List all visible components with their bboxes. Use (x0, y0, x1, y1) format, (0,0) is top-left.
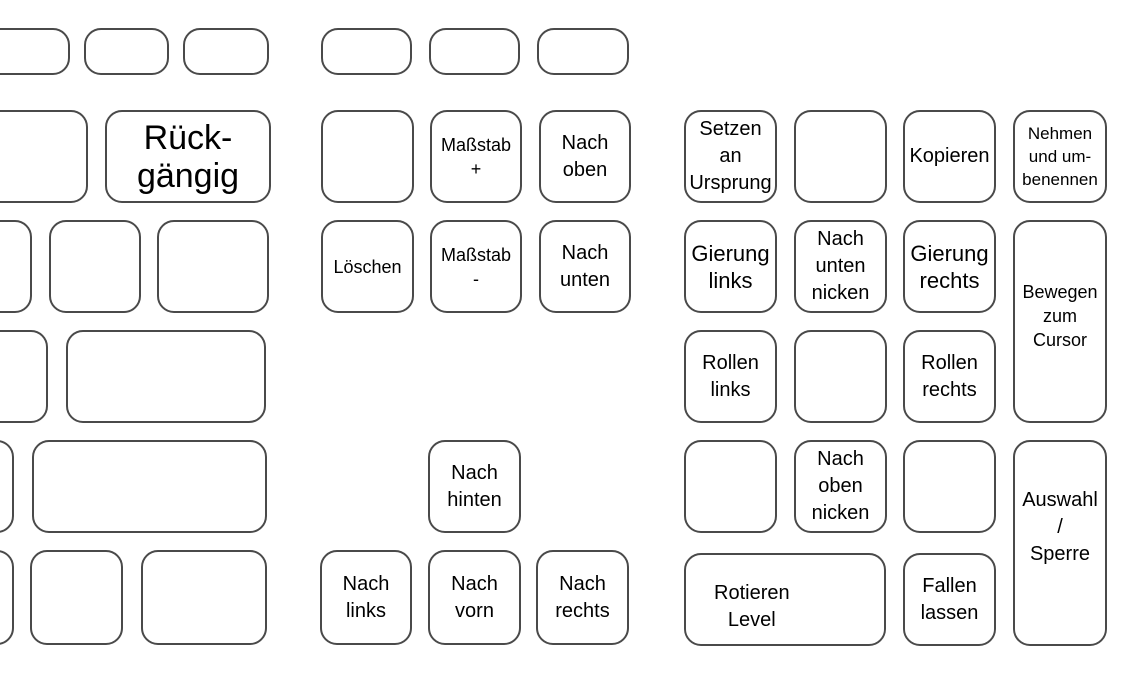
key-label: Auswahl / Sperre (1022, 489, 1098, 565)
key-blank[interactable] (321, 110, 414, 203)
key-label: Fallen lassen (920, 574, 979, 624)
key-blank[interactable] (537, 28, 629, 75)
key-blank[interactable] (684, 440, 777, 533)
key-blank[interactable] (321, 28, 412, 75)
key-label: Maßstab - (440, 244, 512, 289)
key-move-right[interactable]: Nach rechts (536, 550, 629, 645)
key-set-origin[interactable]: Setzen an Ursprung (684, 110, 777, 203)
key-move-to-cursor[interactable]: Bewegen zum Cursor (1013, 220, 1107, 423)
key-move-left[interactable]: Nach links (320, 550, 412, 645)
key-label: Nehmen und um- benennen (1022, 124, 1098, 189)
key-label: Setzen an Ursprung (689, 118, 772, 194)
key-label: Löschen (333, 256, 402, 277)
key-label: Nach vorn (451, 572, 498, 622)
key-drop[interactable]: Fallen lassen (903, 553, 996, 646)
key-yaw-left[interactable]: Gierung links (684, 220, 777, 313)
key-blank[interactable] (0, 440, 14, 533)
key-blank[interactable] (141, 550, 267, 645)
key-blank[interactable] (794, 110, 887, 203)
key-label: Nach links (342, 572, 390, 622)
key-blank[interactable] (66, 330, 266, 423)
key-rotate-level[interactable]: Rotieren Level (684, 553, 886, 646)
key-blank[interactable] (183, 28, 269, 75)
key-take-rename[interactable]: Nehmen und um- benennen (1013, 110, 1107, 203)
key-blank[interactable] (0, 28, 70, 75)
key-label: Nach unten (559, 241, 611, 291)
key-label: Nach unten nicken (811, 228, 870, 304)
key-label: Rotieren Level (714, 581, 790, 631)
key-blank[interactable] (84, 28, 169, 75)
key-label: Nach hinten (447, 461, 502, 511)
key-label: Bewegen zum Cursor (1022, 282, 1098, 350)
key-roll-right[interactable]: Rollen rechts (903, 330, 996, 423)
key-roll-left[interactable]: Rollen links (684, 330, 777, 423)
key-blank[interactable] (0, 110, 88, 203)
key-move-up[interactable]: Nach oben (539, 110, 631, 203)
key-label: Nach oben nicken (811, 448, 870, 524)
key-blank[interactable] (794, 330, 887, 423)
key-blank[interactable] (157, 220, 269, 313)
key-blank[interactable] (429, 28, 520, 75)
key-yaw-right[interactable]: Gierung rechts (903, 220, 996, 313)
key-label: Maßstab + (440, 134, 512, 179)
key-blank[interactable] (0, 220, 32, 313)
key-move-back[interactable]: Nach hinten (428, 440, 521, 533)
key-copy[interactable]: Kopieren (903, 110, 996, 203)
key-blank[interactable] (0, 550, 14, 645)
key-label: Nach rechts (555, 572, 610, 622)
key-delete[interactable]: Löschen (321, 220, 414, 313)
key-label: Rollen links (702, 351, 759, 401)
key-move-down[interactable]: Nach unten (539, 220, 631, 313)
key-blank[interactable] (49, 220, 141, 313)
key-select-lock[interactable]: Auswahl / Sperre (1013, 440, 1107, 646)
key-label: Nach oben (561, 131, 609, 181)
key-pitch-down[interactable]: Nach unten nicken (794, 220, 887, 313)
key-label: Rollen rechts (921, 351, 978, 401)
key-undo[interactable]: Rück- gängig (105, 110, 271, 203)
key-blank[interactable] (0, 330, 48, 423)
key-scale-down[interactable]: Maßstab - (430, 220, 522, 313)
key-label: Gierung rechts (910, 240, 989, 293)
key-label: Kopieren (909, 145, 990, 167)
key-label: Rück- gängig (136, 118, 240, 195)
key-pitch-up[interactable]: Nach oben nicken (794, 440, 887, 533)
key-scale-up[interactable]: Maßstab + (430, 110, 522, 203)
key-blank[interactable] (32, 440, 267, 533)
key-blank[interactable] (903, 440, 996, 533)
key-blank[interactable] (30, 550, 123, 645)
key-move-forward[interactable]: Nach vorn (428, 550, 521, 645)
key-label: Gierung links (691, 240, 770, 293)
